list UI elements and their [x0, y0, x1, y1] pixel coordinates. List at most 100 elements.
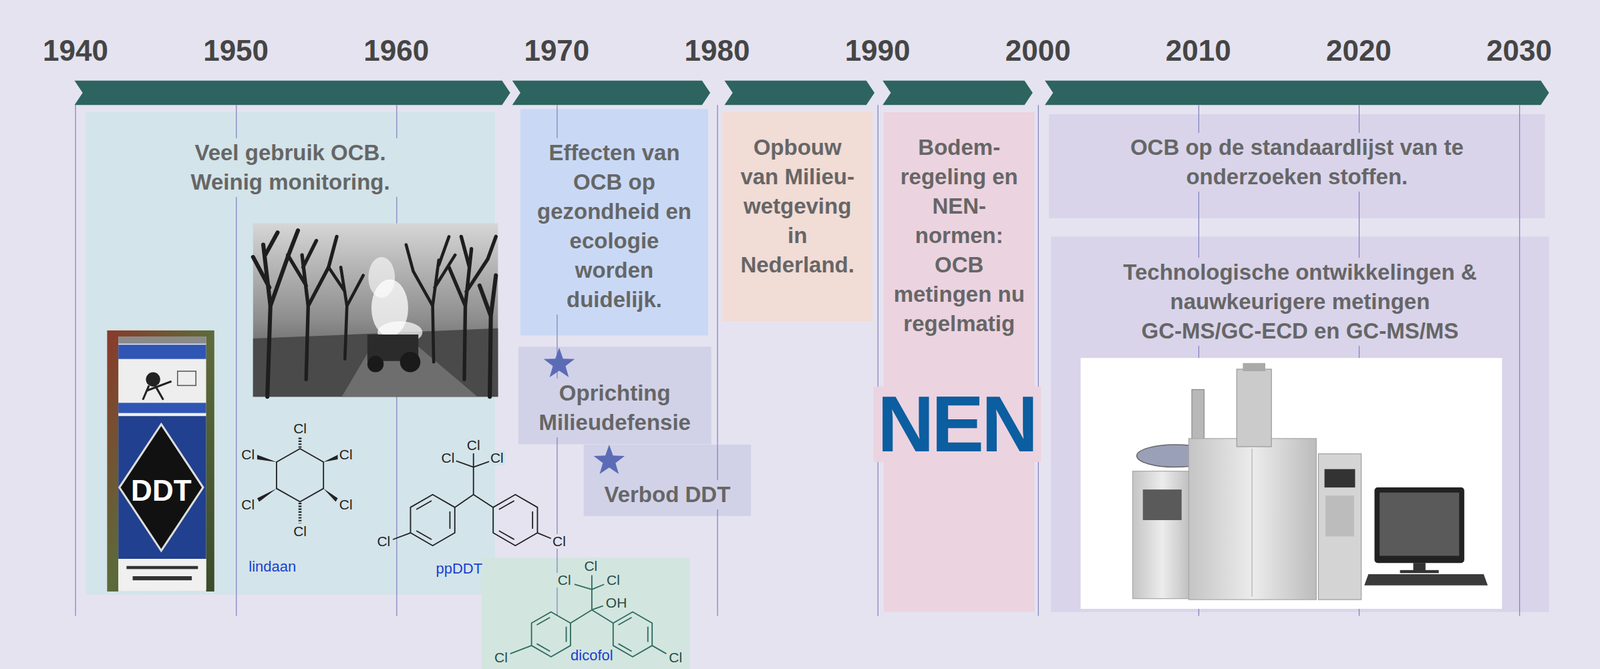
- ddt-can-photo: [132, 576, 193, 581]
- ddt-can-photo: [118, 416, 206, 560]
- timeline-chevron: [882, 80, 1033, 106]
- ppddt-structure: [449, 511, 451, 530]
- year-label: 2000: [1004, 35, 1073, 67]
- atom-label: Cl: [489, 450, 506, 466]
- word: regelmatig: [903, 311, 1015, 337]
- period-band-ground: [883, 112, 1035, 612]
- gc-ms-photo: [1242, 363, 1266, 372]
- dicofol-structure: [591, 584, 604, 590]
- year-label: 1990: [843, 35, 912, 67]
- period-text: Oprichting Milieudefensie: [527, 378, 702, 438]
- word: OCB: [573, 169, 622, 195]
- ppddt-structure: [416, 501, 432, 510]
- compound-name: ppDDT: [434, 561, 484, 578]
- orchard-photo: [328, 267, 364, 359]
- ddt-can-photo: [118, 336, 206, 345]
- atom-label: Cl: [605, 573, 622, 588]
- dicofol-structure: [591, 589, 593, 611]
- lindaan-structure: [276, 448, 324, 502]
- ddt-can-photo: [118, 559, 206, 590]
- word: en: [992, 164, 1019, 190]
- word: monitoring.: [268, 169, 390, 195]
- word: DDT: [685, 482, 731, 508]
- period-text: Effecten van OCB op gezondheid en ecolog…: [532, 138, 697, 315]
- orchard-photo: [368, 257, 423, 345]
- word: standaardlijst: [1250, 134, 1395, 160]
- word: dicofol: [570, 648, 614, 665]
- timeline-chevron: [74, 80, 511, 106]
- orchard-photo: [253, 230, 497, 397]
- ddt-can-photo: [118, 336, 206, 592]
- gc-ms-photo: [1364, 574, 1488, 586]
- timeline-chevron: [724, 80, 875, 106]
- period-band-ground: [1048, 114, 1545, 219]
- period-band-ground: [520, 108, 709, 336]
- timeline-chevron: [512, 80, 711, 106]
- gc-ms-photo: [1412, 563, 1425, 572]
- gc-ms-photo: [1143, 489, 1182, 521]
- year-label: 1940: [41, 35, 110, 67]
- atom-label: Cl: [239, 497, 256, 513]
- period-text: Bodem- regeling en NEN- normen: OCB meti…: [890, 132, 1028, 339]
- orchard-photo: [368, 257, 395, 298]
- period-band: Bodem- regeling en NEN- normen: OCB meti…: [883, 112, 1035, 612]
- dicofol-structure: [574, 584, 592, 590]
- word: op: [628, 169, 656, 195]
- dicofol-structure: [652, 646, 667, 655]
- ddt-can-photo: [118, 344, 206, 359]
- event-box-ground: [518, 346, 712, 445]
- ddt-can-photo: [118, 402, 206, 413]
- period-text: Verbod DDT: [603, 480, 731, 510]
- gc-ms-photo: [1324, 469, 1356, 488]
- lindaan-structure: [257, 454, 277, 463]
- word: Effecten: [548, 140, 636, 166]
- decade-gridline: [1038, 104, 1039, 616]
- timeline-chevron: [74, 80, 1550, 106]
- gc-ms-photo: [1080, 358, 1503, 610]
- word: stoffen.: [1328, 164, 1408, 190]
- word: Verbod: [603, 482, 679, 508]
- word: normen:: [915, 223, 1004, 248]
- dicofol-structure: [510, 575, 667, 657]
- word: te: [1443, 134, 1464, 160]
- word: OCB: [1130, 134, 1180, 160]
- gc-ms-photo: [1379, 493, 1460, 557]
- dicofol-structure: [536, 644, 550, 652]
- atom-label: Cl: [375, 534, 392, 550]
- word: worden: [575, 257, 654, 283]
- star-symbol: [593, 444, 625, 475]
- year-label: 1970: [522, 35, 591, 67]
- orchard-photo: [400, 352, 421, 373]
- word: ecologie: [569, 228, 660, 254]
- lindaan-structure: [323, 454, 338, 463]
- word: op: [1185, 134, 1212, 160]
- lindaan-structure: [257, 436, 339, 524]
- ddt-can-photo: [119, 424, 204, 551]
- atom-label: Cl: [465, 438, 482, 453]
- word: van: [1399, 134, 1438, 160]
- ppddt-structure: [499, 501, 515, 510]
- word: metingen: [893, 281, 993, 307]
- gc-ms-photo: [1188, 438, 1317, 600]
- year-label: 2020: [1324, 35, 1393, 67]
- dicofol-structure: [510, 646, 532, 655]
- star-symbol: [543, 348, 575, 378]
- orchard-photo: [253, 223, 499, 398]
- atom-label: Cl: [440, 450, 457, 466]
- word: metingen: [1332, 289, 1431, 314]
- ppddt-structure: [537, 533, 551, 539]
- dicofol-structure: [647, 627, 649, 643]
- word: en: [665, 199, 692, 224]
- ppddt-structure: [410, 495, 455, 546]
- dicofol-structure: [591, 575, 593, 590]
- gc-ms-photo: [1374, 487, 1464, 564]
- word: Veel: [194, 140, 239, 166]
- ppddt-structure: [472, 467, 475, 496]
- ddt-can-photo: [177, 371, 196, 386]
- word: GC-MS/MS: [1346, 318, 1460, 344]
- dicofol-structure: [531, 611, 571, 657]
- dicofol-structure: [565, 627, 568, 643]
- decade-gridline: [74, 104, 76, 616]
- structure-panel-ground: [481, 558, 691, 669]
